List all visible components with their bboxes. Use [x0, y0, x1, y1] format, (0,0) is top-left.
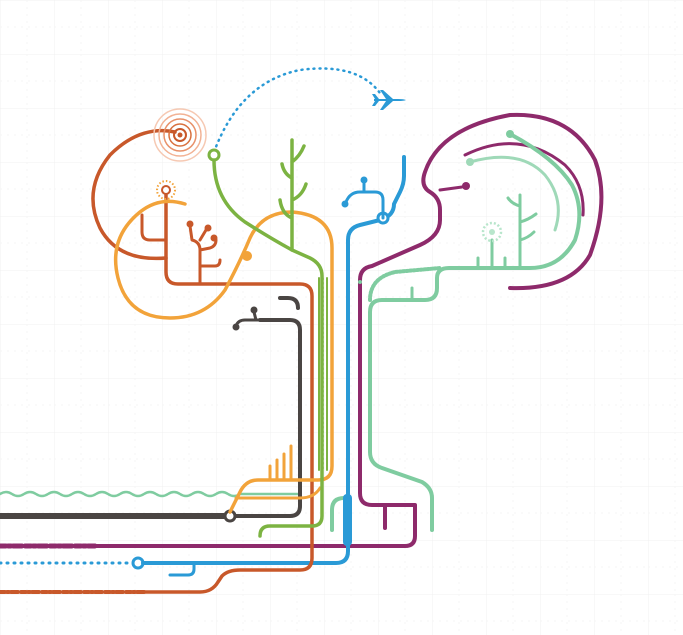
green-line — [212, 158, 324, 538]
rust-branch-tip — [186, 220, 194, 228]
purple-line — [93, 112, 604, 548]
charcoal-line — [228, 318, 302, 518]
purple-node — [462, 182, 470, 190]
orange-connector — [234, 486, 322, 500]
mint-line — [330, 132, 582, 532]
mint-inner-arc — [468, 155, 560, 232]
rust-branch-tip — [204, 224, 212, 232]
sun-icon — [153, 108, 207, 162]
small-sun-icon — [156, 180, 176, 200]
blue-line — [141, 155, 406, 565]
mint-node — [466, 158, 474, 166]
blue-stub — [168, 561, 196, 577]
rust-big-arc — [91, 128, 177, 261]
airplane-icon — [372, 90, 406, 110]
rust-line — [143, 193, 314, 594]
green-sprout-stem — [278, 138, 308, 252]
charcoal-branch-tip — [250, 306, 258, 314]
orange-bars — [268, 444, 293, 482]
charcoal-branch-tip — [232, 323, 240, 331]
green-ladder-track — [318, 277, 328, 471]
blue-branch — [344, 180, 385, 220]
charcoal-line-inner — [278, 296, 300, 310]
mint-dotted-track — [368, 266, 442, 302]
rust-branch-tip — [210, 234, 218, 242]
purple-branch — [438, 185, 464, 192]
blue-branch-tip — [341, 200, 349, 208]
sprout-icon — [476, 193, 538, 270]
blue-branch-tip — [360, 176, 368, 184]
orange-line — [113, 199, 334, 514]
wavy-mint-line — [0, 490, 302, 498]
rust-branches — [140, 213, 222, 286]
blue-station — [343, 494, 352, 546]
purple-inner-arc — [463, 142, 585, 217]
mint-node — [506, 130, 514, 138]
orange-node — [242, 251, 252, 261]
